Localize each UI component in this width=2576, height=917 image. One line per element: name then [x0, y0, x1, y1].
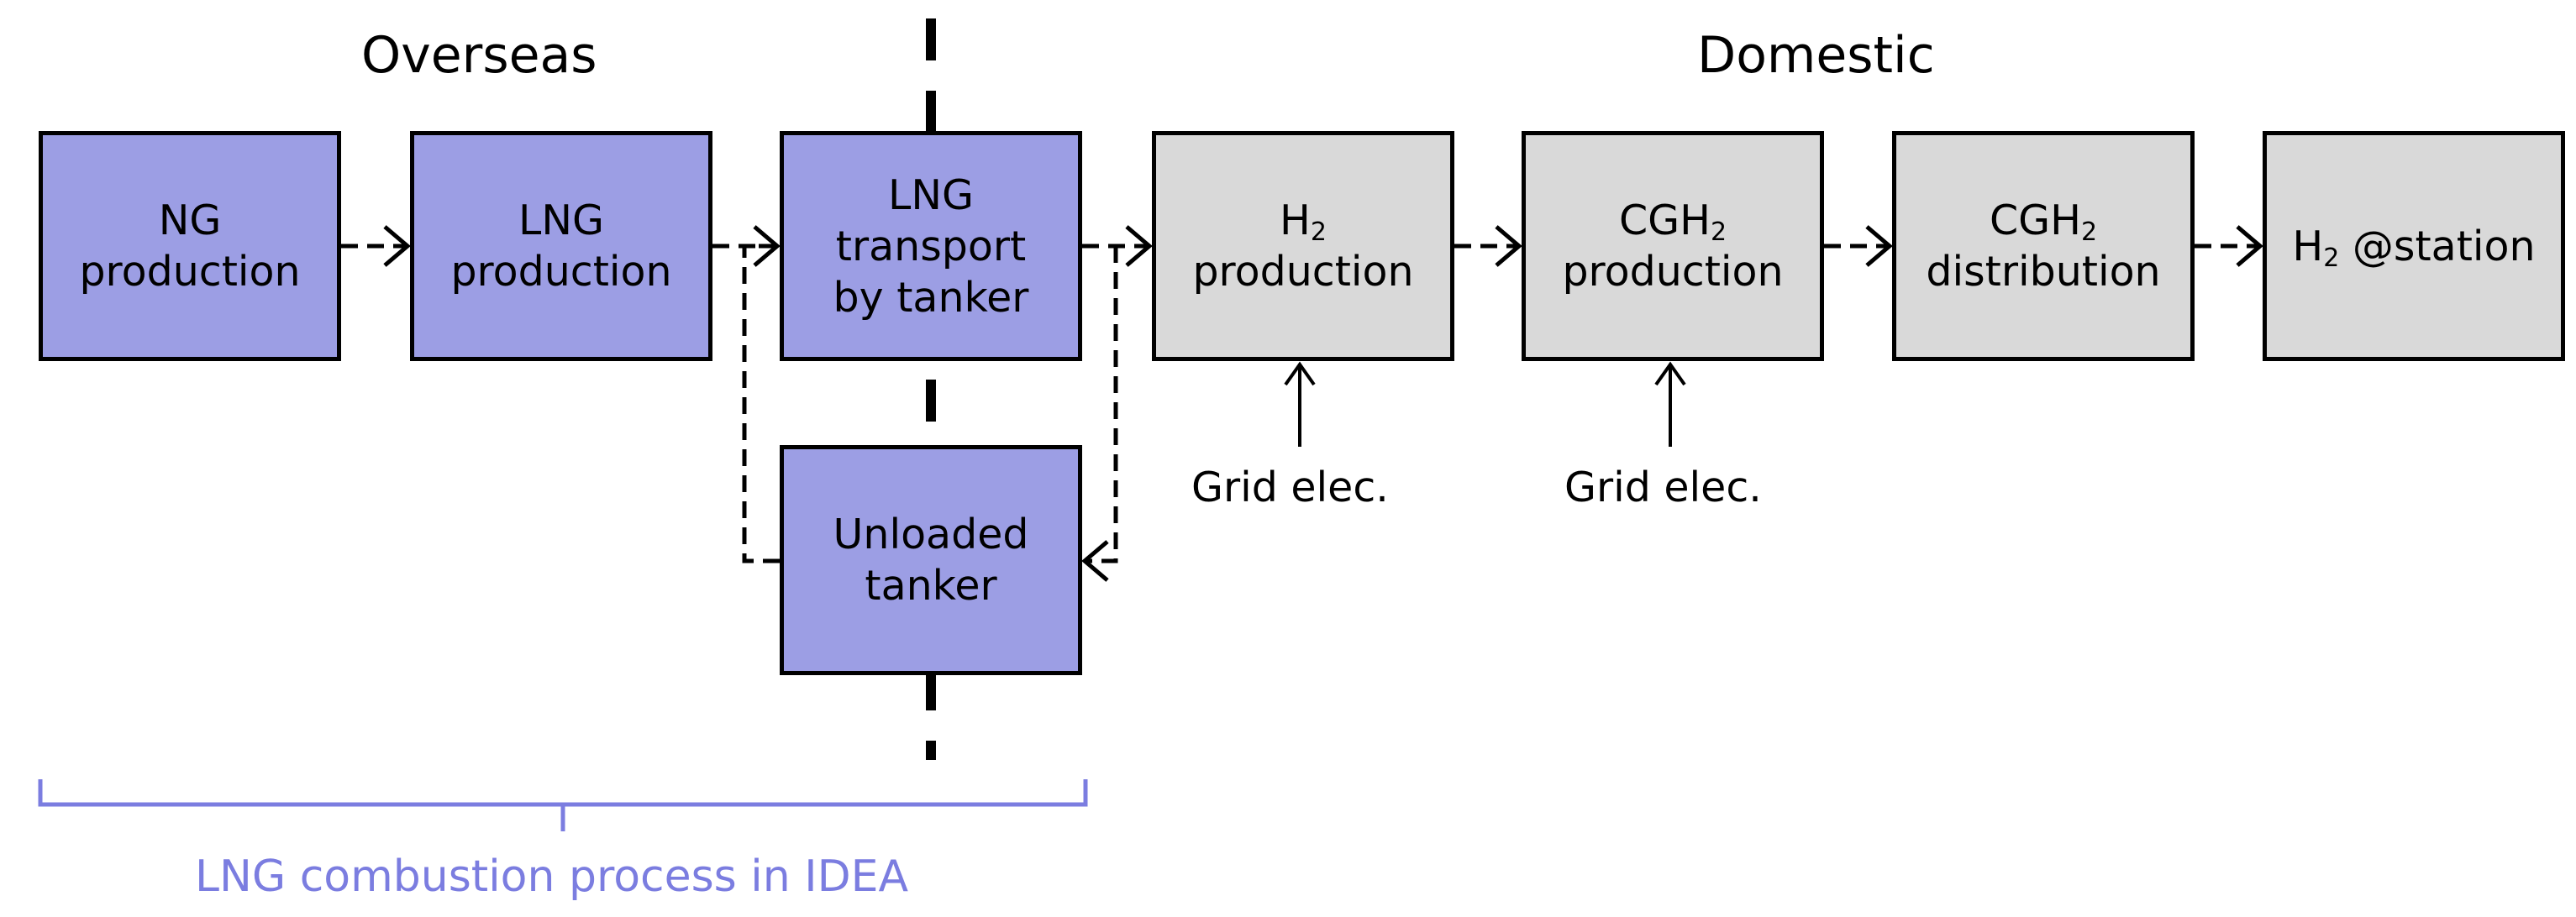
arrowhead [2236, 225, 2263, 267]
arrowhead [1081, 540, 1109, 582]
ng-production-box: NG production [39, 131, 341, 361]
unloaded-tanker-return-line [742, 244, 780, 563]
box-label-line: distribution [1926, 248, 2161, 296]
arrowhead [1125, 225, 1153, 267]
arrowhead [1654, 361, 1686, 386]
box-label-line: production [1192, 248, 1414, 296]
arrowhead [383, 225, 411, 267]
lng-transport-box: LNG transport by tanker [780, 131, 1082, 361]
arrowhead [1865, 225, 1893, 267]
subscript: 2 [1710, 217, 1727, 247]
box-label-line: production [1562, 248, 1784, 296]
idea-scope-bracket [38, 779, 1088, 831]
subscript: 2 [2323, 243, 2340, 273]
box-label-line: production [450, 248, 672, 296]
region-label-domestic: Domestic [1697, 26, 1935, 85]
tanker-unloading-line [1087, 246, 1118, 563]
box-label-line: by tanker [833, 273, 1029, 322]
box-label-line: LNG [518, 196, 604, 244]
box-label-line: Unloaded [833, 511, 1029, 558]
grid-elec-label: Grid elec. [1564, 464, 1762, 511]
box-label-main: CGH [1618, 196, 1711, 244]
grid-elec-label: Grid elec. [1191, 464, 1389, 511]
subscript: 2 [2080, 217, 2098, 247]
box-label-line: production [79, 248, 301, 296]
arrowhead [1284, 361, 1316, 386]
arrowhead [1495, 225, 1522, 267]
subscript: 2 [1310, 217, 1327, 247]
region-label-overseas: Overseas [361, 26, 597, 85]
h2-production-box: H2 production [1152, 131, 1454, 361]
box-label-rest: @station [2339, 222, 2536, 270]
box-label-main: H [2292, 222, 2324, 270]
unloaded-tanker-box: Unloaded tanker [780, 445, 1082, 675]
box-label-main: CGH [1989, 196, 2081, 244]
box-label-line: transport [835, 222, 1027, 270]
cgh2-distribution-box: CGH2 distribution [1892, 131, 2195, 361]
box-label-line: tanker [865, 562, 997, 610]
cgh2-production-box: CGH2 production [1522, 131, 1824, 361]
box-label-main: H [1280, 196, 1311, 244]
box-label-line: NG [158, 196, 222, 244]
idea-scope-label: LNG combustion process in IDEA [195, 852, 909, 902]
arrowhead [753, 225, 781, 267]
lng-production-box: LNG production [410, 131, 712, 361]
box-label-line: LNG [888, 170, 974, 219]
h2-station-box: H2 @station [2263, 131, 2565, 361]
